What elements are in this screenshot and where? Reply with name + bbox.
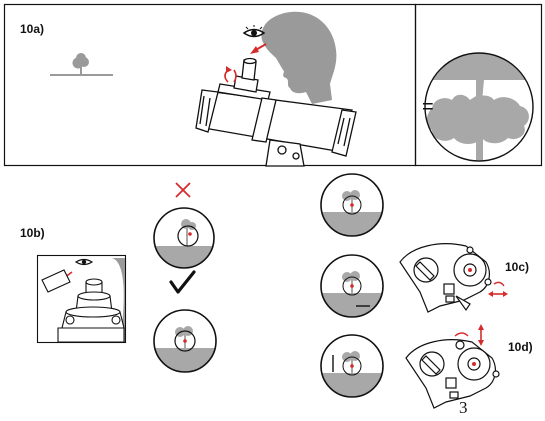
view-circle-step1 (320, 173, 384, 237)
step-label-10c: 10c) (505, 260, 530, 274)
telescope-drawing (195, 57, 357, 167)
right-mark-icon (169, 270, 196, 294)
rotate-focus-icon (224, 66, 237, 83)
finder-bracket-10c-drawing (399, 243, 492, 313)
magnified-view-circle (424, 52, 534, 162)
panel-10a-frame (3, 3, 417, 167)
page-number: 3 (459, 398, 468, 417)
view-circle-misaligned (153, 207, 215, 269)
arrow-to-eyepiece-icon (250, 43, 267, 54)
eyepiece-closeup-drawing (41, 258, 125, 343)
step-label-10b: 10b) (20, 226, 45, 240)
step-label-10d: 10d) (508, 340, 533, 354)
wrong-mark-icon (175, 182, 191, 198)
equals-sign: = (422, 96, 434, 118)
adjust-screw-10d-icon (454, 324, 484, 346)
observer-head-silhouette (261, 11, 337, 104)
adjust-screw-10c-icon (488, 281, 508, 297)
distant-tree-icon (50, 53, 113, 76)
panel-view-frame (414, 3, 543, 167)
view-circle-step3 (320, 334, 384, 398)
view-circle-step2 (320, 254, 384, 318)
step-label-10a: 10a) (20, 22, 45, 36)
eye-icon (242, 25, 266, 38)
finder-bracket-10d-drawing (405, 339, 500, 409)
view-circle-aligned (153, 309, 217, 373)
